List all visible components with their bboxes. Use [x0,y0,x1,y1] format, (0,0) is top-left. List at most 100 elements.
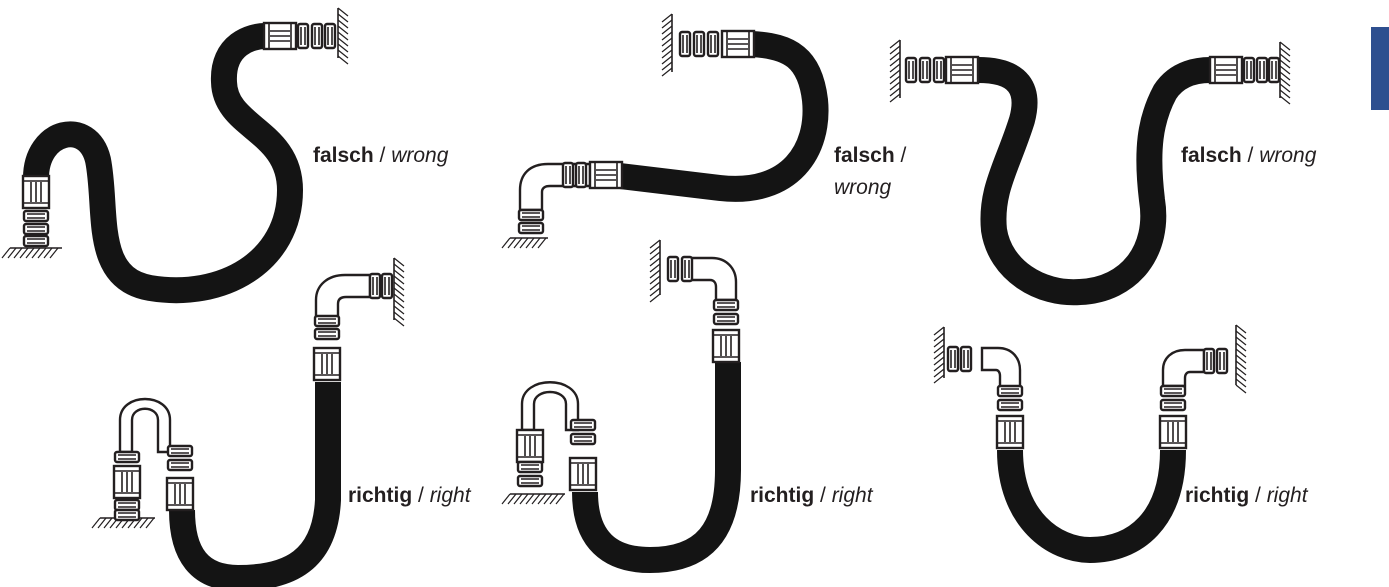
hatch-tick [1235,384,1247,394]
hatch-tick [889,57,901,67]
label-right-1: richtig / right [348,484,472,507]
page-edge-tab [1371,27,1389,110]
hatch-tick [501,493,511,505]
hatch-tick [513,493,523,505]
hatch-tick [393,299,405,309]
hatch-tick [889,51,901,61]
hatch-tick [97,517,107,529]
hatch-tick [531,493,541,505]
hatch-tick [649,245,661,255]
hatch-tick [661,13,673,23]
hose-right-1 [169,382,341,587]
hatch-tick [661,61,673,71]
hatch-tick [933,350,945,360]
hose-right-2 [572,362,741,573]
u-bend-pipe [118,397,172,454]
hatch-tick [661,19,673,29]
hatch-tick [889,45,901,55]
hatch-tick [889,93,901,103]
hatch-tick [393,317,405,327]
hatch-tick [337,31,349,41]
hatch-tick [1279,89,1291,99]
hatch-tick [337,49,349,59]
hatch-tick [43,247,53,259]
hatch-tick [145,517,155,529]
hatch-tick [337,7,349,17]
hatch-tick [933,374,945,384]
hatch-tick [1279,59,1291,69]
hatch-tick [933,362,945,372]
hatch-tick [133,517,143,529]
hatch-tick [889,81,901,91]
elbow-pipe [1161,348,1206,388]
hatch-tick [393,269,405,279]
hatch-tick [555,493,565,505]
hatch-tick [661,31,673,41]
hatch-tick [519,493,529,505]
hatch-tick [933,368,945,378]
hatch-tick [337,43,349,53]
hatch-tick [393,263,405,273]
label-wrong-2: falsch / [834,144,907,167]
hatch-tick [1279,95,1291,105]
hatch-tick [889,69,901,79]
hatch-tick [661,49,673,59]
hatch-tick [507,237,517,249]
hatch-tick [91,517,101,529]
hatch-tick [889,63,901,73]
hatch-tick [1,247,11,259]
hatch-tick [1235,372,1247,382]
hatch-tick [1235,330,1247,340]
hatch-ticks [1,7,1291,529]
hatch-tick [393,293,405,303]
hatch-tick [393,257,405,267]
hatch-tick [1235,336,1247,346]
hatch-tick [139,517,149,529]
hatch-tick [1235,348,1247,358]
hatch-tick [13,247,23,259]
label-wrong-1: falsch / wrong [313,144,449,167]
hatch-tick [1235,378,1247,388]
hatch-tick [649,293,661,303]
hatch-tick [393,305,405,315]
hatch-tick [661,43,673,53]
hatch-tick [337,25,349,35]
elbow-pipe [684,256,738,302]
hatch-tick [1279,83,1291,93]
hatch-tick [393,275,405,285]
label-right-2: richtig / right [750,484,874,507]
hose-right-3 [997,449,1186,563]
hatch-tick [37,247,47,259]
hatch-tick [537,493,547,505]
hatch-tick [19,247,29,259]
hatch-tick [549,493,559,505]
hatch-tick [531,237,541,249]
hatch-tick [889,39,901,49]
hatch-tick [649,287,661,297]
hatch-tick [1279,41,1291,51]
hatch-tick [933,344,945,354]
hatch-tick [501,237,511,249]
hatch-tick [513,237,523,249]
labels: falsch / wrong falsch / wrong falsch / w… [313,144,1317,507]
hose-wrong-1 [23,23,303,304]
hatch-tick [543,493,553,505]
hatch-tick [1279,47,1291,57]
hatch-tick [889,75,901,85]
hatch-tick [1235,354,1247,364]
hatch-tick [537,237,547,249]
hatch-tick [661,67,673,77]
hatch-tick [507,493,517,505]
label-wrong-2-en: wrong [834,176,892,199]
label-wrong-3: falsch / wrong [1181,144,1317,167]
hatch-tick [337,55,349,65]
hatch-tick [889,87,901,97]
hatch-tick [649,257,661,267]
hatch-tick [1279,53,1291,63]
hatch-tick [1279,71,1291,81]
hatch-tick [31,247,41,259]
hatch-tick [649,251,661,261]
hatch-tick [1235,360,1247,370]
hatch-tick [661,37,673,47]
